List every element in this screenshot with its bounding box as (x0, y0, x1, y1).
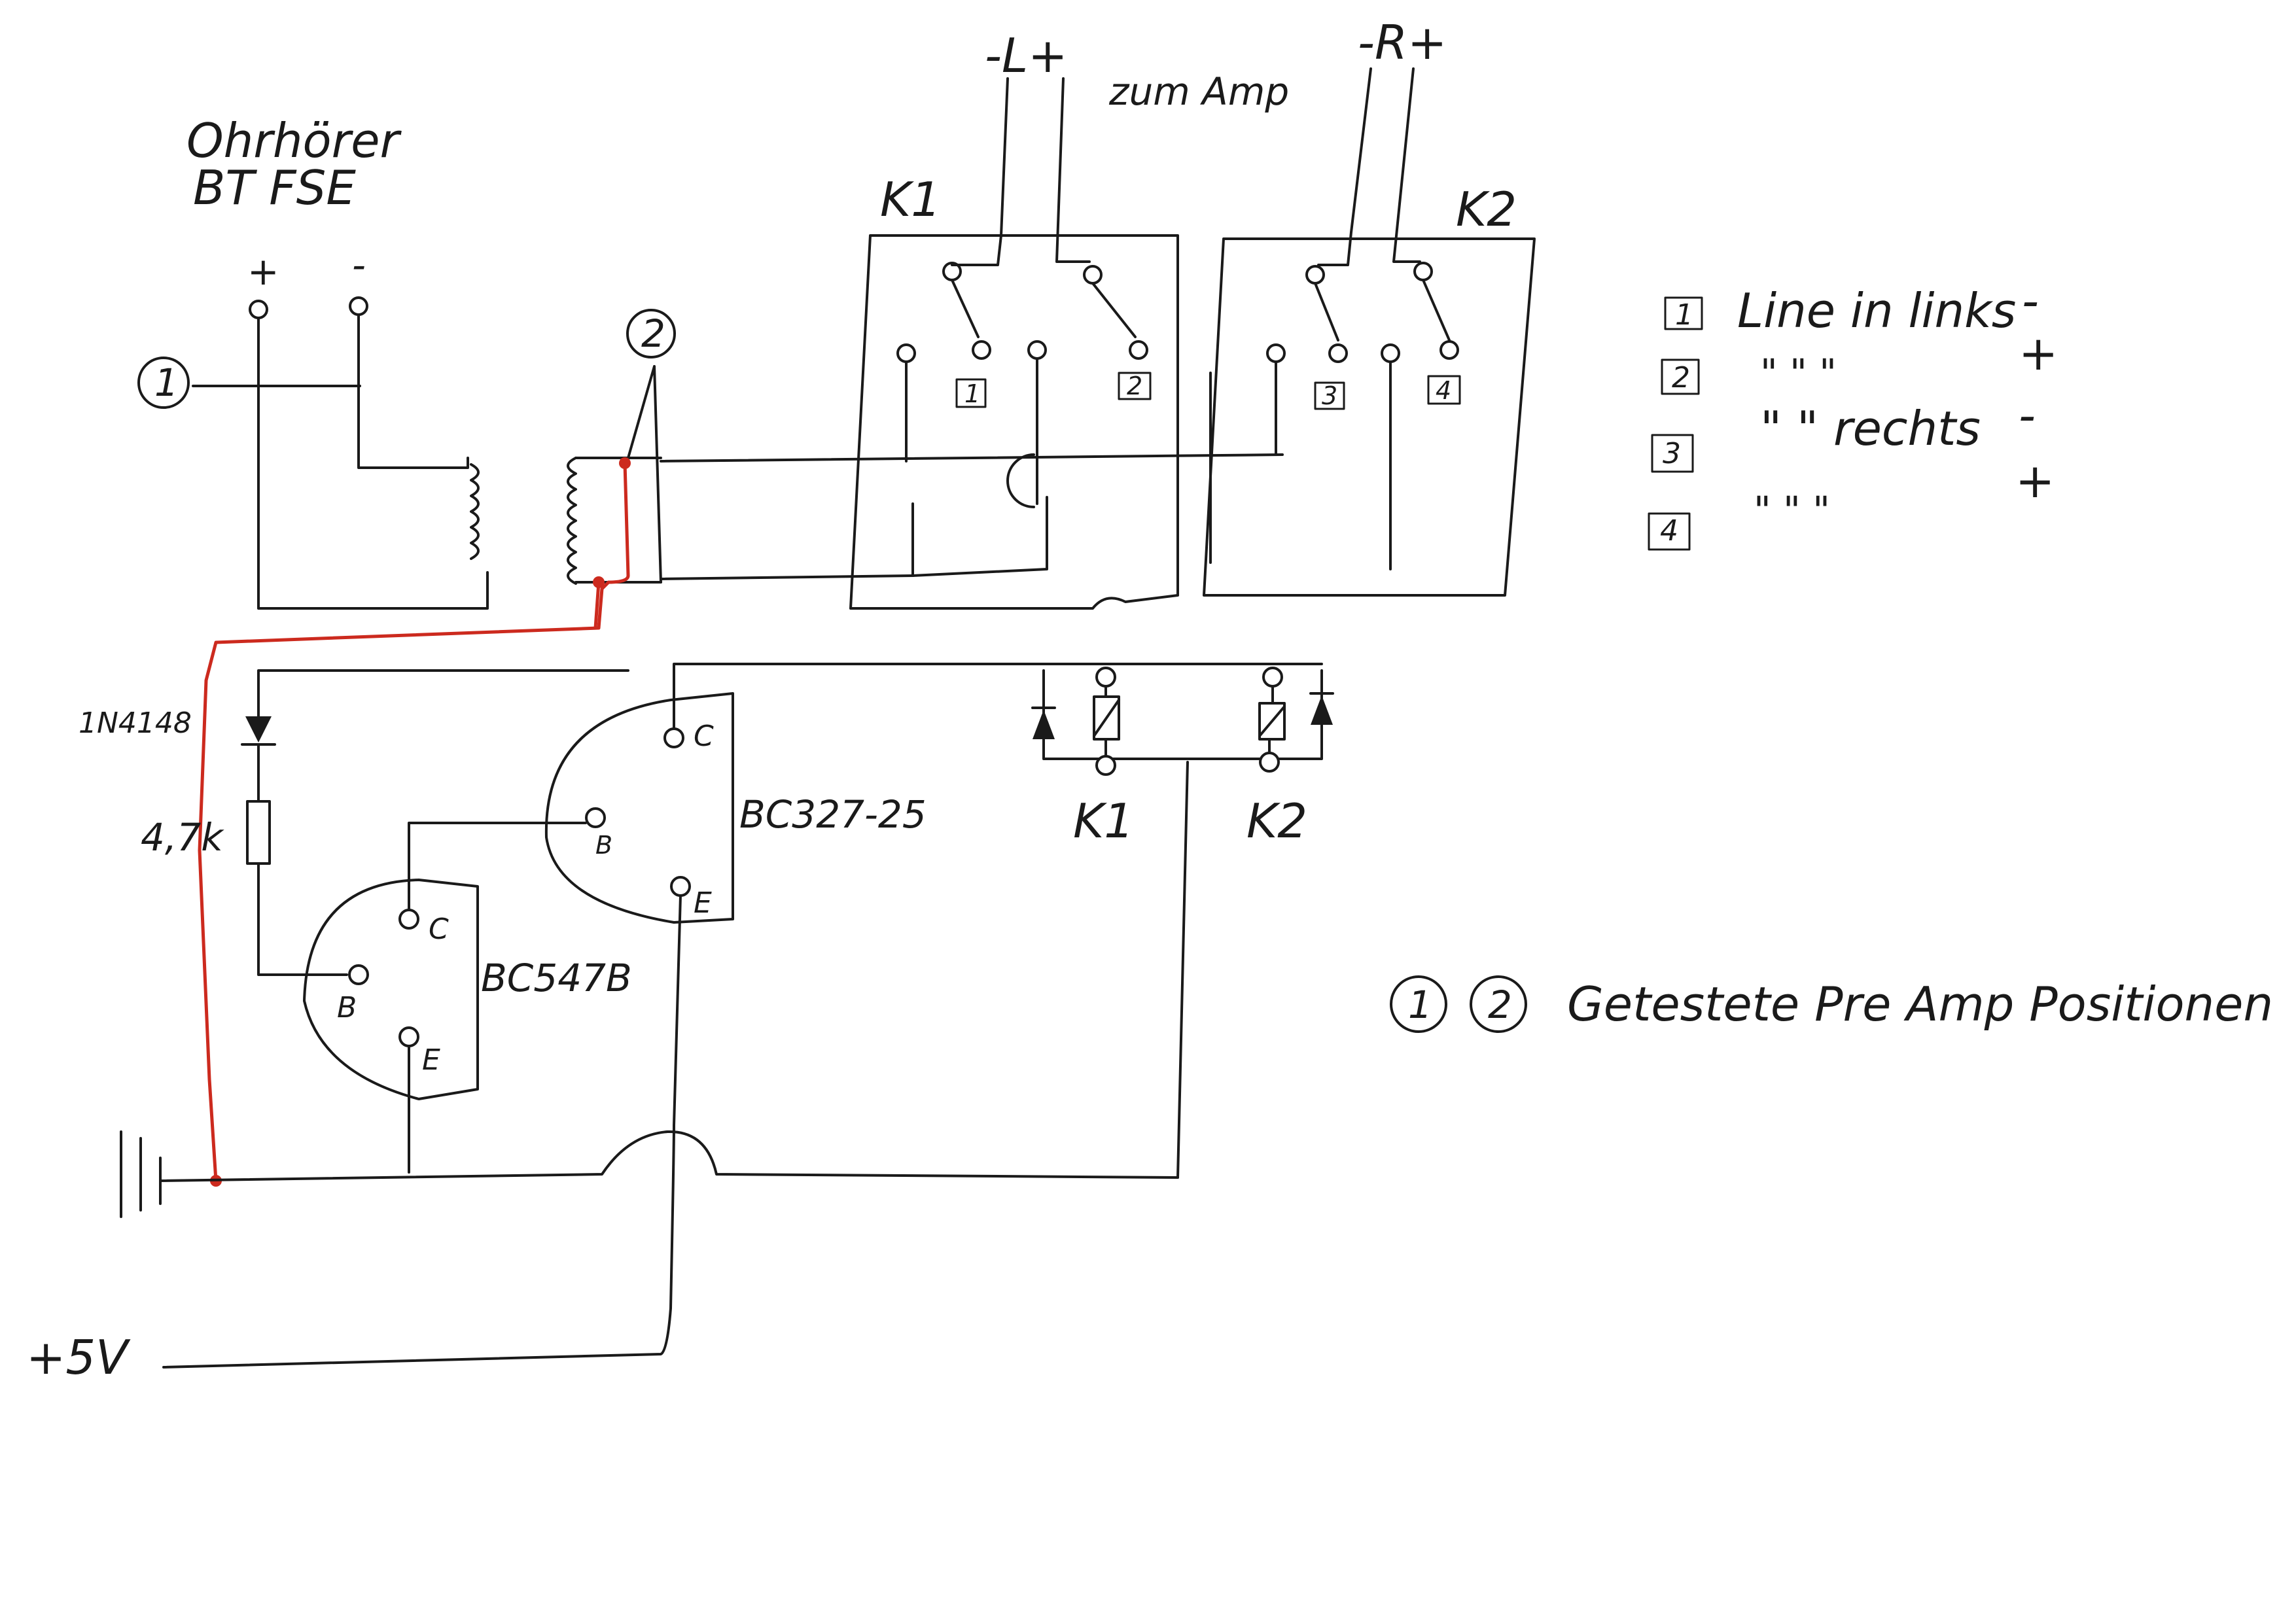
svg-text:" " rechts: " " rechts (1760, 401, 1981, 456)
relay-k2-box (1203, 237, 1536, 597)
svg-text:2: 2 (1672, 361, 1690, 394)
relay-k1-label-coil: K1 (1073, 794, 1134, 848)
position2-leads (627, 365, 662, 584)
relay-k2-label-coil: K2 (1246, 794, 1307, 848)
relay-k1-box (849, 234, 1179, 610)
svg-text:+: + (2019, 326, 2058, 381)
bc327-label: BC327-25 (739, 792, 927, 837)
diode-resistor-chain: 1N4148 4,7k (79, 669, 629, 976)
source-plus-wire (257, 317, 489, 610)
note-text: Getestete Pre Amp Positionen (1567, 977, 2273, 1032)
source-plus-terminal (249, 300, 268, 319)
svg-text:+: + (2015, 453, 2055, 508)
source-title-line2: BT FSE (193, 160, 356, 215)
svg-text:3: 3 (1663, 437, 1681, 470)
source-minus-terminal (349, 296, 368, 316)
svg-text:1: 1 (1675, 298, 1693, 332)
transformer (470, 365, 662, 585)
amp-right-label: -R+ (1358, 15, 1447, 70)
source-plus-label: + (247, 249, 279, 294)
signal-line-lower (660, 574, 914, 580)
flyback-diode-k1 (1033, 710, 1055, 739)
svg-text:B: B (337, 991, 357, 1024)
svg-text:1: 1 (964, 379, 980, 408)
transistor-bc547b: C B E BC547B (303, 822, 632, 1174)
svg-text:2: 2 (641, 311, 665, 356)
transformer-primary-coil (470, 463, 480, 560)
svg-text:3: 3 (1322, 381, 1337, 410)
relay-k1-contacts: K1 1 2 (849, 172, 1179, 610)
source-minus-label: - (352, 243, 366, 287)
svg-text:1: 1 (1408, 983, 1432, 1027)
ground-bus (120, 1130, 1179, 1218)
svg-text:B: B (595, 831, 612, 860)
vcc-label: +5V (26, 1330, 131, 1385)
relay-k2-label-top: K2 (1456, 182, 1517, 237)
svg-text:E: E (422, 1043, 440, 1077)
wire-crossover (1006, 453, 1035, 508)
transistor-bc327: C B E BC327-25 (162, 663, 1323, 1369)
bc547b-label: BC547B (481, 956, 632, 1000)
svg-text:C: C (694, 720, 714, 753)
svg-text:E: E (694, 886, 712, 920)
diode-1n4148-symbol (245, 716, 272, 742)
contact-legend: 1 Line in links - 2 " " " + 3 " " rechts… (1648, 273, 2058, 551)
resistor-label: 4,7k (141, 815, 224, 860)
svg-text:C: C (429, 913, 449, 946)
signal-line-upper (660, 453, 1284, 462)
transformer-secondary-leads (574, 457, 662, 584)
k1-bottom-contacts-wiring (911, 496, 1048, 577)
svg-text:-: - (2019, 388, 2036, 443)
source-minus-wire (357, 313, 469, 469)
diode-label: 1N4148 (79, 707, 192, 740)
svg-text:2: 2 (1127, 372, 1142, 400)
amp-label: zum Amp (1108, 69, 1289, 114)
preamp-note: 1 2 Getestete Pre Amp Positionen (1390, 975, 2273, 1033)
red-wire (198, 457, 631, 1187)
position-marker-2: 2 (626, 309, 676, 358)
source-block: Ohrhörer BT FSE + - (186, 113, 489, 610)
amp-output: -L+ zum Amp -R+ (951, 15, 1447, 266)
ground-symbol (120, 1130, 162, 1218)
resistor-symbol (246, 800, 271, 865)
transformer-secondary-coil (567, 457, 577, 585)
source-title-line1: Ohrhörer (186, 113, 402, 168)
relay-k2-contacts: K2 3 4 (1203, 182, 1536, 597)
relay-k1-label-top: K1 (880, 172, 941, 227)
svg-text:2: 2 (1488, 983, 1512, 1027)
svg-text:Line in links: Line in links (1737, 283, 2016, 338)
flyback-diode-k2 (1311, 695, 1333, 725)
svg-text:" " ": " " " (1760, 351, 1837, 395)
svg-text:" " ": " " " (1754, 488, 1830, 532)
relay-coils: K1 K2 (1031, 667, 1334, 1179)
position-marker-1: 1 (137, 357, 190, 409)
svg-text:1: 1 (154, 360, 179, 405)
svg-text:-: - (2022, 273, 2039, 328)
svg-text:4: 4 (1436, 376, 1451, 405)
svg-text:4: 4 (1660, 514, 1678, 548)
amp-left-label: -L+ (985, 28, 1067, 83)
